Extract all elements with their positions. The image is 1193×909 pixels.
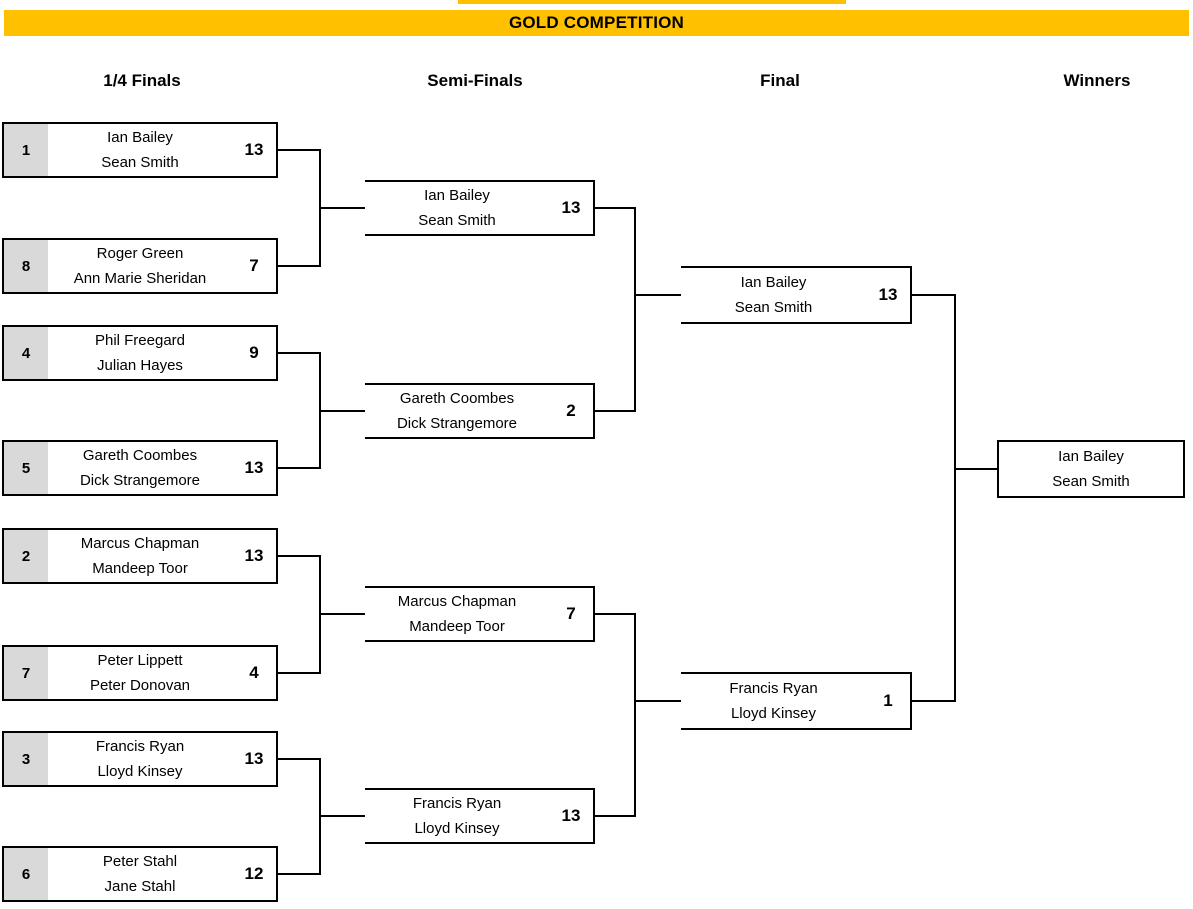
player-name: Ian Bailey xyxy=(424,187,490,204)
connector-qf-pair-3 xyxy=(278,555,365,674)
match-score: 2 xyxy=(566,401,576,420)
team-names: Ian Bailey Sean Smith xyxy=(681,268,866,322)
player-name: Marcus Chapman xyxy=(80,535,200,552)
player-name: Ann Marie Sheridan xyxy=(73,270,207,287)
player-name: Gareth Coombes xyxy=(82,447,198,464)
seed-number: 3 xyxy=(4,733,48,785)
match-score: 12 xyxy=(244,864,264,883)
team-names: Peter Lippett Peter Donovan xyxy=(48,647,232,699)
winner-box: Ian Bailey Sean Smith xyxy=(997,440,1185,498)
match-box-qf-seed2: 2 Marcus Chapman Mandeep Toor 13 xyxy=(2,528,278,584)
team-names: Roger Green Ann Marie Sheridan xyxy=(48,240,232,292)
team-names: Marcus Chapman Mandeep Toor xyxy=(48,530,232,582)
column-header-quarter-finals: 1/4 Finals xyxy=(103,71,181,90)
player-name: Sean Smith xyxy=(418,212,496,229)
player-name: Dick Strangemore xyxy=(79,472,201,489)
column-header-winners: Winners xyxy=(1063,71,1131,90)
team-names: Ian Bailey Sean Smith xyxy=(999,442,1183,496)
player-name: Gareth Coombes xyxy=(399,390,515,407)
player-name: Sean Smith xyxy=(101,154,179,171)
connector-qf-pair-1 xyxy=(278,149,365,267)
match-score: 13 xyxy=(244,546,264,565)
connector-qf-pair-2 xyxy=(278,352,365,469)
match-box-final-1: Ian Bailey Sean Smith 13 xyxy=(681,266,912,324)
player-name: Mandeep Toor xyxy=(409,618,505,635)
match-score: 13 xyxy=(561,806,581,825)
player-name: Lloyd Kinsey xyxy=(730,705,817,722)
player-name: Sean Smith xyxy=(1052,473,1130,490)
player-name: Lloyd Kinsey xyxy=(414,820,500,837)
seed-number: 8 xyxy=(4,240,48,292)
team-names: Peter Stahl Jane Stahl xyxy=(48,848,232,900)
match-score: 13 xyxy=(244,458,264,477)
match-box-qf-seed4: 4 Phil Freegard Julian Hayes 9 xyxy=(2,325,278,381)
player-name: Phil Freegard xyxy=(94,332,186,349)
connector-sf-pair-1 xyxy=(595,207,681,412)
competition-title: GOLD COMPETITION xyxy=(508,13,685,32)
match-box-final-2: Francis Ryan Lloyd Kinsey 1 xyxy=(681,672,912,730)
match-box-qf-seed6: 6 Peter Stahl Jane Stahl 12 xyxy=(2,846,278,902)
player-name: Lloyd Kinsey xyxy=(97,763,183,780)
player-name: Francis Ryan xyxy=(729,680,818,697)
player-name: Ian Bailey xyxy=(1058,448,1124,465)
match-score: 7 xyxy=(566,604,576,623)
match-score: 13 xyxy=(244,749,264,768)
player-name: Ian Bailey xyxy=(740,274,807,291)
player-name: Jane Stahl xyxy=(104,878,176,895)
seed-number: 7 xyxy=(4,647,48,699)
team-names: Gareth Coombes Dick Strangemore xyxy=(48,442,232,494)
match-score: 9 xyxy=(249,343,259,362)
column-header-semi-finals: Semi-Finals xyxy=(427,71,523,90)
match-box-qf-seed3: 3 Francis Ryan Lloyd Kinsey 13 xyxy=(2,731,278,787)
match-box-qf-seed1: 1 Ian Bailey Sean Smith 13 xyxy=(2,122,278,178)
seed-number: 2 xyxy=(4,530,48,582)
player-name: Mandeep Toor xyxy=(92,560,188,577)
top-sliver-bar xyxy=(458,0,846,4)
match-box-sf-1: Ian Bailey Sean Smith 13 xyxy=(365,180,595,236)
match-box-qf-seed7: 7 Peter Lippett Peter Donovan 4 xyxy=(2,645,278,701)
match-box-sf-2: Gareth Coombes Dick Strangemore 2 xyxy=(365,383,595,439)
connector-final-pair xyxy=(912,294,997,702)
player-name: Ian Bailey xyxy=(107,129,173,146)
team-names: Francis Ryan Lloyd Kinsey xyxy=(681,674,866,728)
team-names: Ian Bailey Sean Smith xyxy=(365,182,549,234)
connector-qf-pair-4 xyxy=(278,758,365,875)
player-name: Francis Ryan xyxy=(95,738,185,755)
seed-number: 4 xyxy=(4,327,48,379)
seed-number: 1 xyxy=(4,124,48,176)
team-names: Gareth Coombes Dick Strangemore xyxy=(365,385,549,437)
player-name: Francis Ryan xyxy=(412,795,502,812)
team-names: Marcus Chapman Mandeep Toor xyxy=(365,588,549,640)
team-names: Ian Bailey Sean Smith xyxy=(48,124,232,176)
column-header-final: Final xyxy=(760,71,800,90)
seed-number: 5 xyxy=(4,442,48,494)
match-score: 13 xyxy=(878,285,898,304)
match-box-sf-3: Marcus Chapman Mandeep Toor 7 xyxy=(365,586,595,642)
player-name: Peter Stahl xyxy=(102,853,178,870)
match-box-sf-4: Francis Ryan Lloyd Kinsey 13 xyxy=(365,788,595,844)
team-names: Francis Ryan Lloyd Kinsey xyxy=(365,790,549,842)
match-box-qf-seed8: 8 Roger Green Ann Marie Sheridan 7 xyxy=(2,238,278,294)
player-name: Peter Donovan xyxy=(89,677,191,694)
match-score: 7 xyxy=(249,256,259,275)
player-name: Peter Lippett xyxy=(97,652,183,669)
match-score: 1 xyxy=(883,691,893,710)
player-name: Marcus Chapman xyxy=(397,593,517,610)
player-name: Dick Strangemore xyxy=(396,415,518,432)
player-name: Sean Smith xyxy=(734,299,813,316)
match-score: 13 xyxy=(244,140,264,159)
seed-number: 6 xyxy=(4,848,48,900)
match-score: 4 xyxy=(249,663,259,682)
player-name: Julian Hayes xyxy=(97,357,183,374)
match-box-qf-seed5: 5 Gareth Coombes Dick Strangemore 13 xyxy=(2,440,278,496)
title-bar: GOLD COMPETITION xyxy=(4,10,1189,36)
team-names: Phil Freegard Julian Hayes xyxy=(48,327,232,379)
match-score: 13 xyxy=(561,198,581,217)
player-name: Roger Green xyxy=(96,245,184,262)
connector-sf-pair-2 xyxy=(595,613,681,817)
team-names: Francis Ryan Lloyd Kinsey xyxy=(48,733,232,785)
